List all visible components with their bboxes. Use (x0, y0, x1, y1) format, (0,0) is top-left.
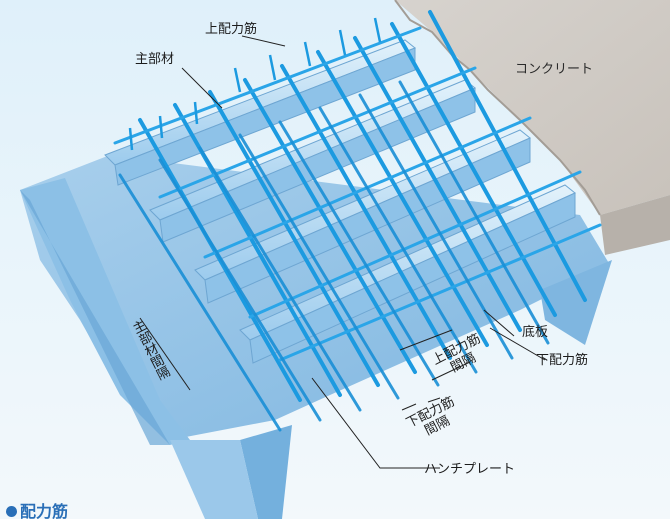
concrete-block (394, 0, 670, 255)
bottom-rebar-label: 下配力筋 (536, 353, 589, 368)
leader-lines (139, 35, 546, 469)
footer-title: 配力筋 (20, 502, 69, 519)
top-rebar-label: 上配力筋 (205, 22, 258, 37)
bottom-plate-label: 底板 (522, 325, 549, 340)
bottom-rebars (118, 80, 550, 432)
haunch-plate-label: ハンチプレート (424, 462, 516, 477)
concrete-label: コンクリート (515, 62, 594, 77)
tie-bars (128, 17, 382, 151)
section-footer: 配力筋 (6, 498, 68, 519)
bullet-icon (6, 506, 17, 517)
main-member-label: 主部材 (135, 52, 175, 67)
